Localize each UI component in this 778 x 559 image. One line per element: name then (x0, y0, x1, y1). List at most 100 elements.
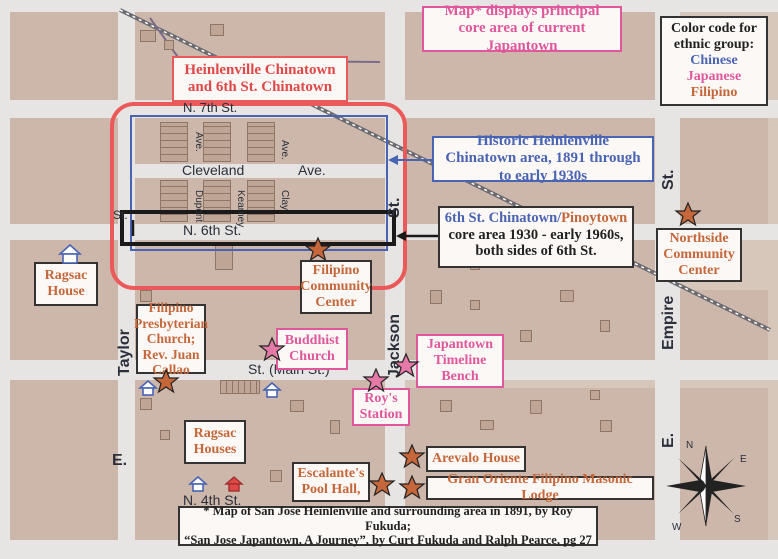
building (160, 180, 188, 222)
house-home-icon[interactable] (137, 379, 159, 396)
compass-e: E (740, 454, 747, 465)
building (600, 420, 612, 432)
sixth-text-b: Pinoytown (561, 210, 628, 226)
compass-n: N (686, 440, 694, 451)
buddhist-church-star-icon[interactable] (259, 337, 285, 361)
house-home-icon-red[interactable] (224, 476, 244, 492)
footnote-box: * Map of San Jose Heinlenville and surro… (178, 504, 598, 548)
building (270, 470, 282, 482)
filipino-presbyterian-label: Filipino Presbyterian Church; Rev. Juan … (134, 300, 208, 378)
timeline-bench-box: Japantown Timeline Bench (416, 334, 504, 388)
building (140, 398, 152, 410)
label-cleveland: Cleveland (182, 162, 245, 178)
roys-station-box: Roy's Station (352, 388, 410, 426)
building (560, 290, 574, 302)
timeline-bench-star-icon[interactable] (393, 353, 419, 377)
sixth-st-callout: 6th St. Chinatown/Pinoytown core area 19… (438, 206, 634, 268)
sixth-st-outline (120, 210, 396, 246)
building (220, 380, 260, 394)
building (480, 420, 494, 430)
map-title-box: Map* displays principal core area of cur… (422, 3, 622, 54)
legend-japanese: Japanese (686, 69, 742, 85)
label-cleveland-ave: Ave. (298, 162, 326, 178)
filipino-presbyterian-box: Filipino Presbyterian Church; Rev. Juan … (134, 300, 208, 377)
footnote-line1: * Map of San Jose Heinlenville and surro… (203, 504, 573, 533)
building (160, 430, 170, 440)
block (10, 380, 118, 540)
building (520, 330, 532, 342)
heinlenville-callout: Heinlenville Chinatown and 6th St. China… (172, 56, 348, 102)
heinlenville-text: Heinlenville Chinatown and 6th St. China… (184, 61, 336, 95)
ragsac-houses-label: Ragsac Houses (193, 425, 237, 457)
label-n7th: N. 7th St. (183, 100, 238, 115)
historic-callout: Historic Heinlenville Chinatown area, 18… (432, 133, 654, 184)
arevalo-star-icon[interactable] (399, 444, 425, 468)
northside-center-star-icon[interactable] (675, 202, 701, 226)
historic-text: Historic Heinlenville Chinatown area, 18… (445, 133, 641, 184)
roys-station-label: Roy's Station (359, 390, 403, 422)
building (247, 122, 275, 162)
compass-s: S (734, 514, 741, 525)
block (10, 118, 118, 224)
map-title: Map* displays principal core area of cur… (444, 3, 600, 54)
street-cleveland (135, 164, 385, 178)
building (140, 30, 156, 42)
roys-station-star-icon[interactable] (363, 368, 389, 392)
building (470, 300, 480, 310)
timeline-bench-label: Japantown Timeline Bench (426, 336, 494, 385)
ragsac-house-label: Ragsac House (44, 267, 88, 299)
building (290, 400, 304, 412)
compass-w: W (672, 522, 682, 533)
street-east-edge (0, 0, 10, 559)
label-n4th: N. 4th St. (183, 492, 242, 508)
building (203, 180, 231, 222)
gran-oriente-label: Gran Oriente Filipino Masonic Lodge (447, 471, 633, 503)
ragsac-house-box: Ragsac House (34, 262, 98, 306)
house-home-icon[interactable] (261, 381, 283, 398)
footnote-line2: “San Jose Japantown, A Journey”, by Curt… (184, 533, 592, 548)
compass-rose-icon (666, 445, 746, 527)
legend-chinese: Chinese (690, 52, 738, 68)
legend-heading: Color code for ethnic group: (670, 20, 758, 52)
building (210, 24, 224, 36)
building (140, 290, 152, 302)
gran-oriente-star-icon[interactable] (399, 475, 425, 499)
historic-heinlenville-outline (130, 115, 388, 251)
label-n6th: N. 6th St. (183, 222, 242, 238)
building (600, 320, 610, 332)
ragsac-houses-box: Ragsac Houses (184, 420, 246, 464)
arevalo-house-label: Arevalo House (431, 450, 520, 466)
building (430, 290, 442, 304)
label-e-left: E. (112, 452, 128, 469)
legend-filipino: Filipino (690, 85, 738, 101)
northside-center-box: Northside Community Center (656, 228, 742, 282)
filipino-community-center-star-icon[interactable] (305, 237, 331, 261)
escalante-label: Escalante's Pool Hall, (297, 465, 365, 497)
legend-box: Color code for ethnic group: Chinese Jap… (660, 16, 768, 106)
arevalo-house-box: Arevalo House (426, 446, 526, 472)
building (247, 180, 275, 222)
building (530, 400, 542, 414)
filipino-community-center-label: Filipino Community Center (300, 262, 372, 311)
ragsac-house-home-icon[interactable] (57, 243, 83, 264)
block (680, 388, 768, 540)
sixth-text-c: core area 1930 - early 1960s, both sides… (448, 226, 624, 260)
building (203, 122, 231, 162)
buddhist-church-label: Buddhist Church (284, 332, 340, 364)
house-home-icon[interactable] (187, 475, 209, 492)
heinlenville-region-outline (110, 102, 407, 290)
building (590, 390, 600, 400)
block (10, 12, 118, 100)
building (440, 400, 452, 412)
buddhist-church-box: Buddhist Church (276, 328, 348, 370)
escalante-star-icon[interactable] (369, 472, 395, 496)
block (680, 118, 768, 224)
label-st-left: St. (113, 208, 128, 222)
gran-oriente-box: Gran Oriente Filipino Masonic Lodge (426, 472, 654, 503)
building (330, 420, 340, 434)
building (164, 40, 174, 50)
sixth-text-a: 6th St. Chinatown/ (444, 210, 562, 226)
